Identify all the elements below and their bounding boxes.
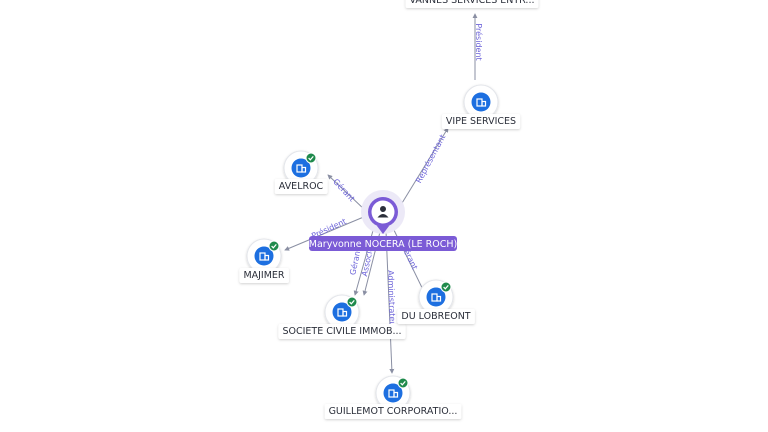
company-label-dulobreont: DU LOBREONT: [401, 311, 470, 322]
company-icon-bg: [383, 383, 403, 403]
verified-check-icon: [346, 296, 358, 308]
company-icon-bg: [426, 287, 446, 307]
company-label-box: [239, 268, 289, 283]
company-node-avelroc[interactable]: AVELROC: [274, 150, 328, 194]
company-icon-bg: [254, 246, 274, 266]
building-icon: [337, 308, 348, 317]
edge-labels-layer: PrésidentReprésentantGérantPrésidentGéra…: [310, 23, 484, 330]
company-label-avelroc: AVELROC: [279, 181, 324, 192]
company-label-scimmob: SOCIETE CIVILE IMMOB...: [282, 326, 401, 337]
verified-check-icon: [268, 240, 280, 252]
company-label-box: [324, 404, 462, 419]
center-label-box: [309, 236, 457, 251]
company-label-vannes: VANNES SERVICES ENTR...: [410, 0, 535, 6]
verified-check-icon: [440, 281, 452, 293]
company-node-vannes[interactable]: VANNES SERVICES ENTR...: [405, 0, 539, 8]
center-person-name: Maryvonne NOCERA (LE ROCH): [309, 239, 457, 250]
edge-center-guillemot-7: [385, 230, 395, 374]
company-label-box: [274, 179, 328, 194]
company-label-vipe: VIPE SERVICES: [446, 116, 516, 127]
building-icon: [431, 293, 442, 302]
edge-label-7: Administrateur: [386, 270, 397, 331]
building-icon: [476, 98, 487, 107]
edge-center-avelroc-2: [327, 174, 367, 212]
edge-label-0: Président: [474, 23, 484, 60]
company-node-guillemot[interactable]: GUILLEMOT CORPORATIO...: [324, 375, 462, 419]
center-person-node[interactable]: Maryvonne NOCERA (LE ROCH): [309, 190, 457, 251]
edge-label-2: Gérant: [331, 176, 357, 203]
company-label-box: [278, 324, 406, 339]
edge-center-vipe-1: [398, 127, 449, 209]
company-label-box: [405, 0, 539, 8]
company-node-dulobreont[interactable]: DU LOBREONT: [397, 279, 475, 324]
company-icon-bg: [332, 302, 352, 322]
edge-center-majimer-3: [284, 215, 367, 251]
verified-check-icon: [397, 377, 409, 389]
company-node-vipe[interactable]: VIPE SERVICES: [441, 84, 521, 129]
company-label-majimer: MAJIMER: [243, 270, 284, 281]
company-icon-bg: [291, 158, 311, 178]
building-icon: [259, 252, 270, 261]
verified-check-icon: [305, 152, 317, 164]
company-label-box: [441, 114, 521, 129]
nodes-layer: VANNES SERVICES ENTR... VIPE SERVICES AVEL…: [239, 0, 539, 419]
company-node-majimer[interactable]: MAJIMER: [239, 238, 289, 283]
edge-label-1: Représentant: [413, 133, 447, 185]
building-icon: [296, 164, 307, 173]
company-label-box: [397, 309, 475, 324]
company-node-scimmob[interactable]: SOCIETE CIVILE IMMOB...: [278, 294, 406, 339]
company-label-guillemot: GUILLEMOT CORPORATIO...: [329, 406, 458, 417]
person-icon: [377, 206, 389, 218]
building-icon: [388, 389, 399, 398]
company-icon-bg: [471, 92, 491, 112]
center-pin-tip: [377, 226, 389, 234]
